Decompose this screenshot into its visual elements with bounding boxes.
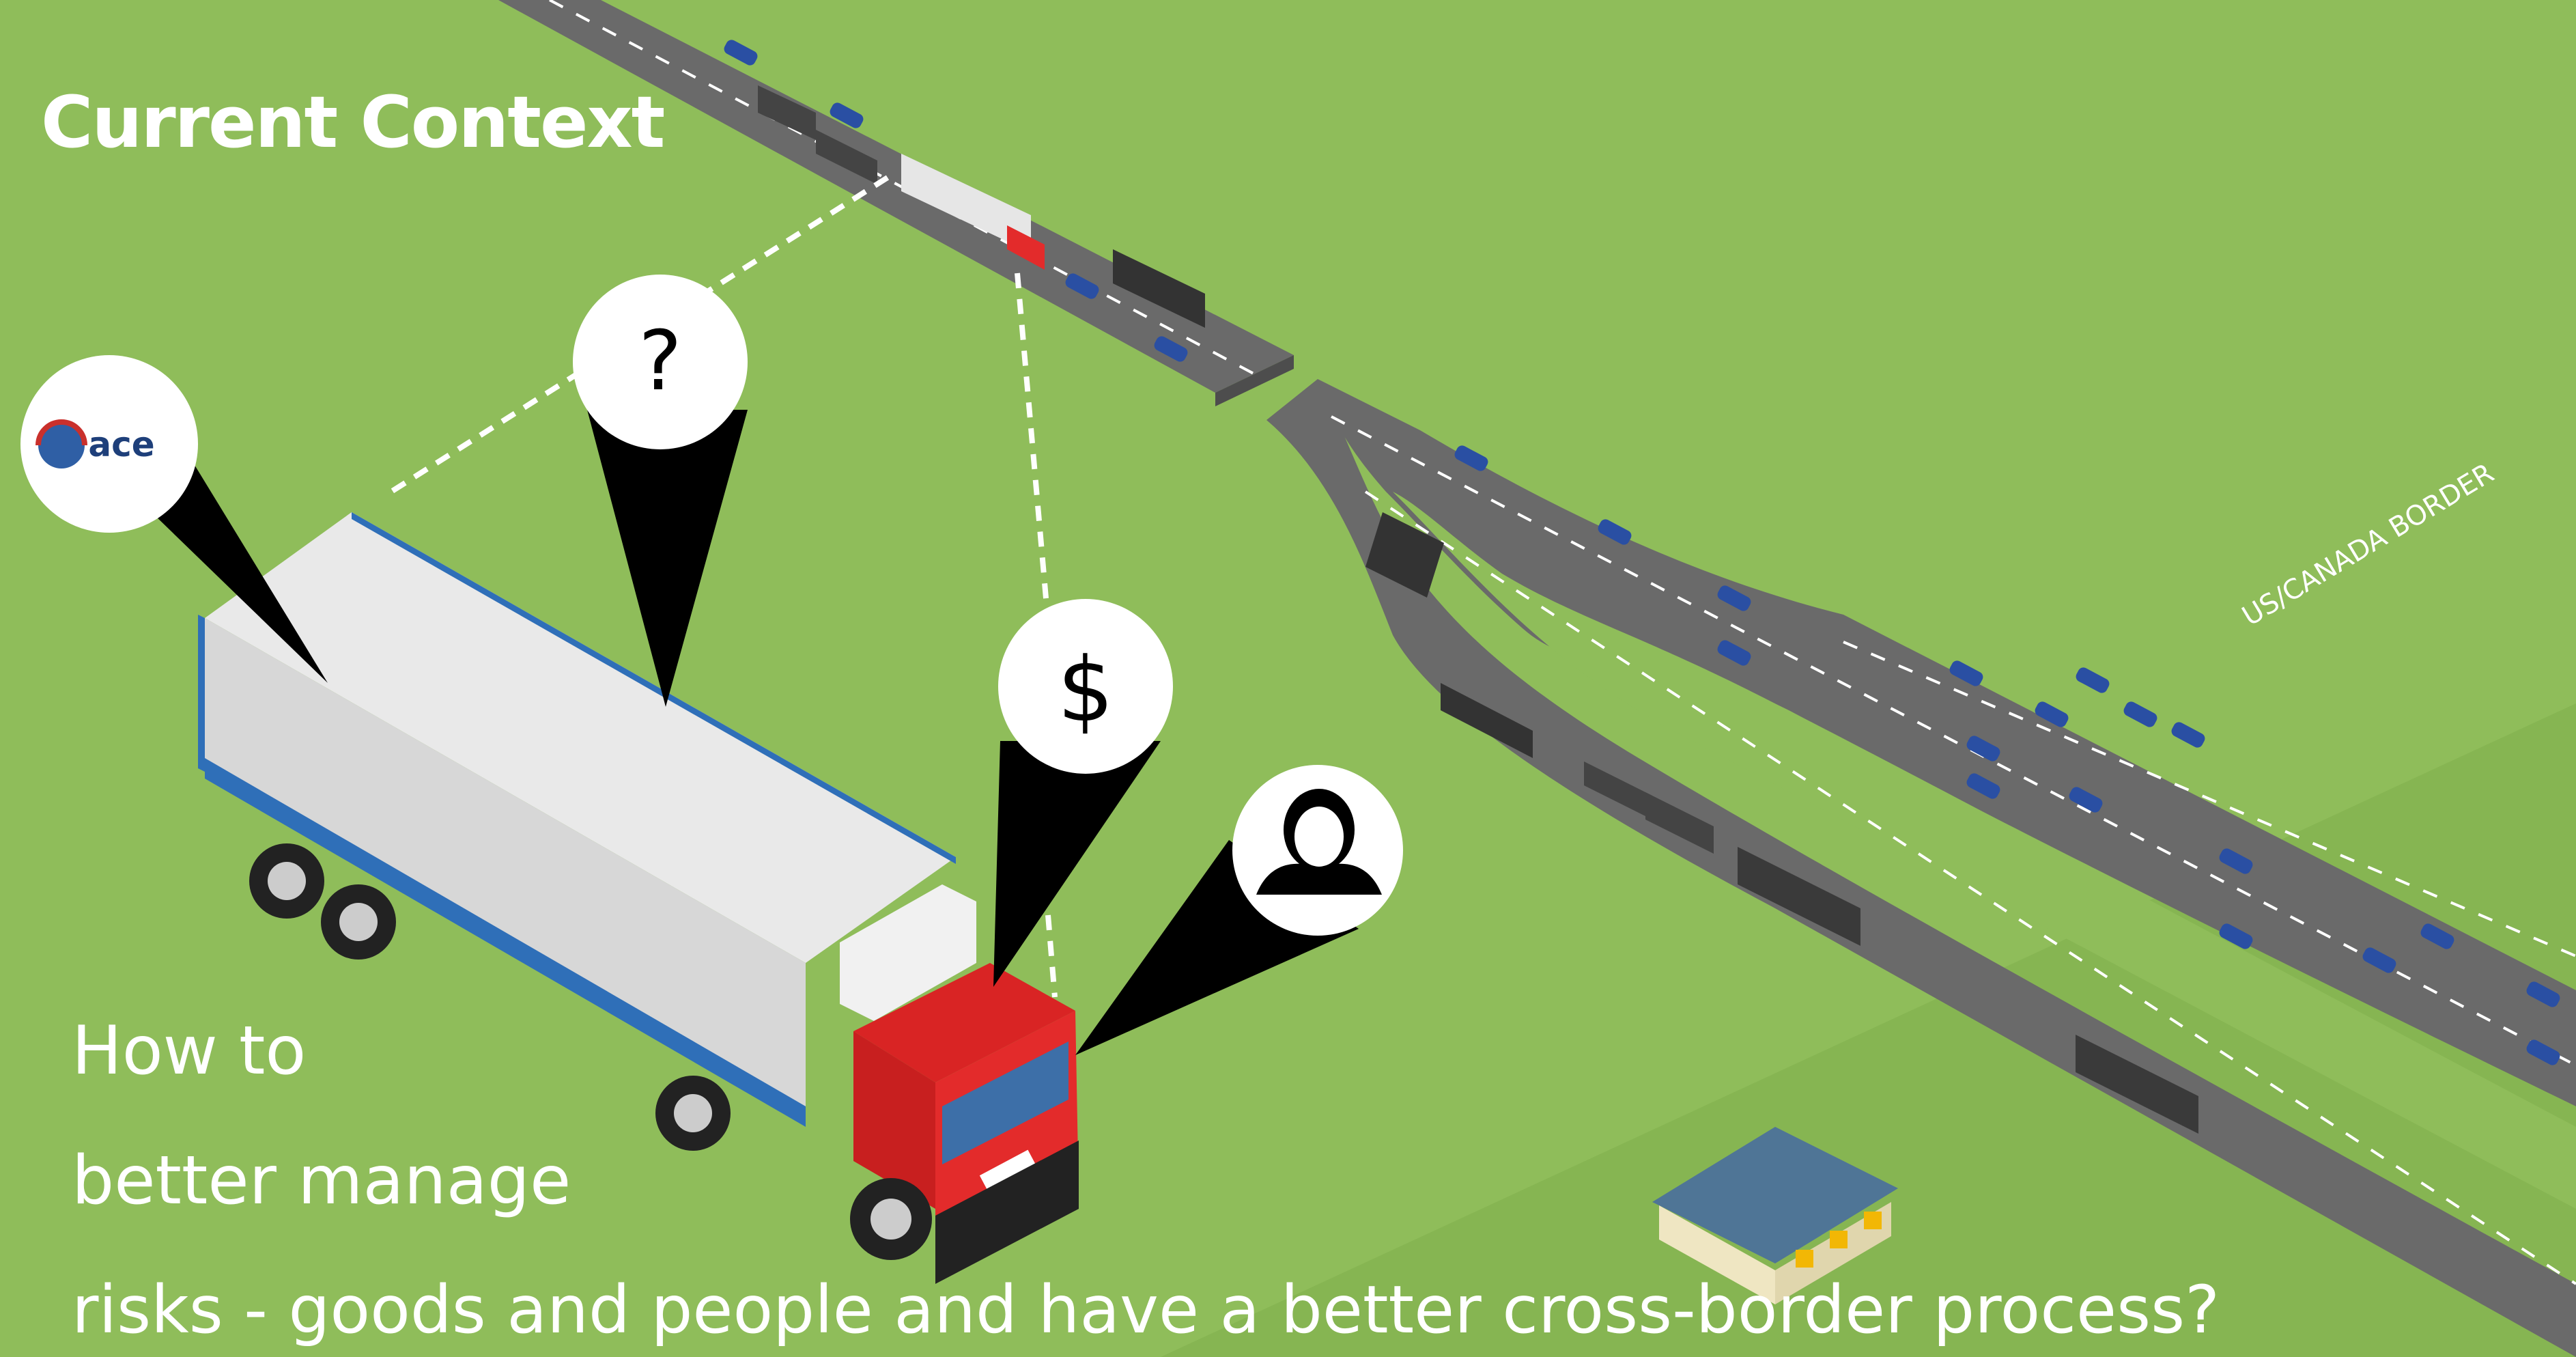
- dollar-sign: $: [1058, 638, 1114, 742]
- small-trucks: [758, 85, 2198, 1134]
- warehouse: [1652, 1127, 1898, 1304]
- question-line-2: better manage: [72, 1142, 571, 1220]
- ace-logo-text: ace: [88, 425, 154, 464]
- question-line-1: How to: [72, 1012, 307, 1090]
- ace-pin: ace: [20, 355, 328, 683]
- cars: [724, 40, 2560, 1065]
- big-truck: [198, 512, 1079, 1284]
- person-pin: [1075, 765, 1403, 1055]
- dollar-pin: $: [993, 599, 1173, 987]
- globe-icon: [38, 422, 85, 468]
- question-pin: ?: [573, 275, 748, 707]
- page-title: Current Context: [41, 81, 665, 164]
- lower-highway: [1266, 379, 2576, 1357]
- question-mark: ?: [638, 314, 682, 409]
- question-line-3: risks - goods and people and have a bett…: [72, 1272, 2220, 1348]
- person-icon: [1256, 789, 1382, 895]
